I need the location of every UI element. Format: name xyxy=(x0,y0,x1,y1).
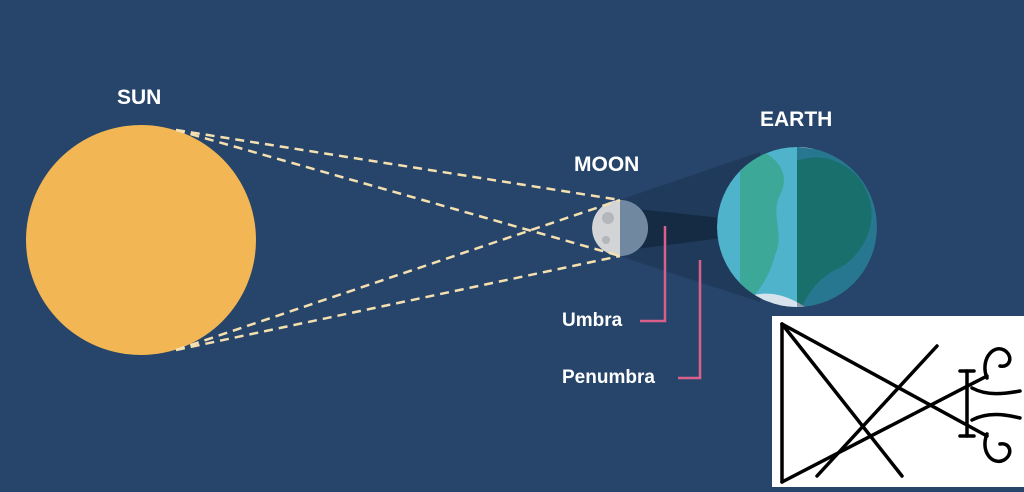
ray-outer-bottom xyxy=(175,254,621,352)
umbra-label: Umbra xyxy=(562,310,623,331)
sun-rays xyxy=(175,128,621,352)
eclipse-sigil-inset xyxy=(772,316,1024,487)
umbra-pointer xyxy=(640,226,667,323)
eclipse-sigil-icon xyxy=(780,322,1022,484)
sun-label: SUN xyxy=(117,86,162,109)
ray-cross-bottom xyxy=(175,198,621,352)
earth-label: EARTH xyxy=(760,108,833,131)
penumbra-label: Penumbra xyxy=(562,367,655,388)
ray-cross-top xyxy=(175,128,621,258)
moon-label: MOON xyxy=(574,153,640,176)
penumbra-pointer xyxy=(678,260,702,380)
sun xyxy=(26,125,256,355)
umbra-cone xyxy=(628,208,722,250)
